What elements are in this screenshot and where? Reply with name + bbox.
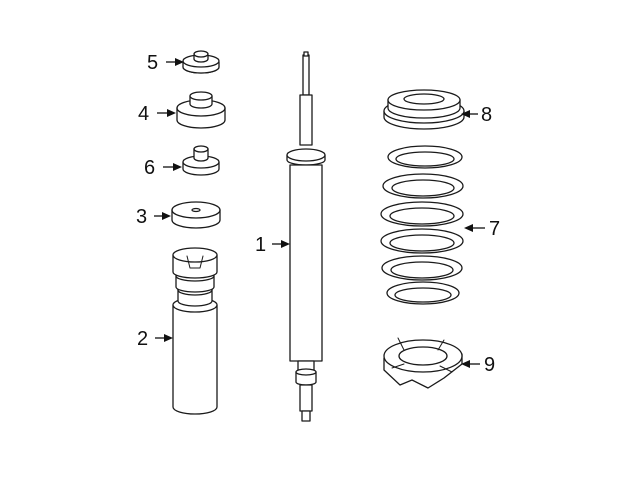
part-8-spring-seat: [383, 89, 465, 130]
callout-label-7: 7: [489, 218, 500, 240]
callout-2: 2: [137, 328, 173, 350]
callout-label-4: 4: [138, 103, 149, 125]
callout-label-6: 6: [144, 157, 155, 179]
part-1-shock-absorber: [286, 51, 326, 422]
callout-label-9: 9: [484, 354, 495, 376]
callout-8: 8: [461, 104, 492, 126]
callout-4: 4: [138, 103, 176, 125]
callout-label-1: 1: [255, 234, 266, 256]
callout-label-2: 2: [137, 328, 148, 350]
callout-3: 3: [136, 206, 171, 228]
callout-label-3: 3: [136, 206, 147, 228]
callout-label-8: 8: [481, 104, 492, 126]
part-5-upper-mount: [182, 50, 220, 74]
part-3-pad: [171, 201, 221, 229]
callout-7: 7: [464, 218, 500, 240]
part-6-bushing: [182, 145, 220, 176]
part-9-lower-spring-pad: [383, 337, 463, 389]
callout-6: 6: [144, 157, 182, 179]
part-7-coil-spring: [380, 145, 464, 305]
callout-label-5: 5: [147, 52, 158, 74]
callout-9: 9: [461, 354, 495, 376]
callout-1: 1: [255, 234, 290, 256]
callout-5: 5: [147, 52, 184, 74]
part-2-dust-boot: [172, 247, 218, 415]
part-4-mount: [176, 91, 226, 129]
